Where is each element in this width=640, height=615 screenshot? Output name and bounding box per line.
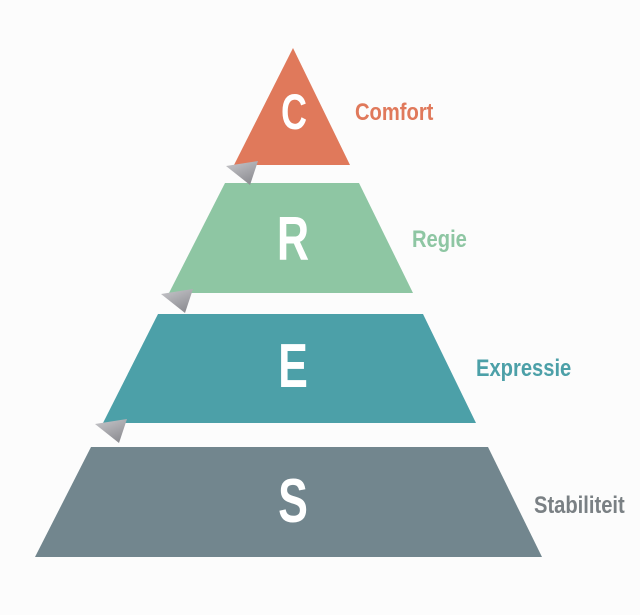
level-comfort-label: Comfort xyxy=(355,99,434,126)
level-stabiliteit-shape xyxy=(35,447,542,557)
folded-corner-icon-1 xyxy=(226,161,258,185)
level-comfort-shape xyxy=(234,48,350,165)
folded-corner-icon-3 xyxy=(95,419,127,443)
level-expressie-letter: E xyxy=(278,331,308,401)
level-regie-shape xyxy=(169,183,413,293)
folded-corner-icon-2 xyxy=(161,289,193,313)
level-expressie-label: Expressie xyxy=(476,355,572,382)
level-stabiliteit-letter: S xyxy=(278,466,308,536)
level-regie-letter: R xyxy=(276,204,310,274)
level-comfort-letter: C xyxy=(281,84,307,140)
level-stabiliteit-label: Stabiliteit xyxy=(534,492,625,519)
level-expressie-shape xyxy=(103,314,476,423)
level-regie-label: Regie xyxy=(412,226,467,253)
